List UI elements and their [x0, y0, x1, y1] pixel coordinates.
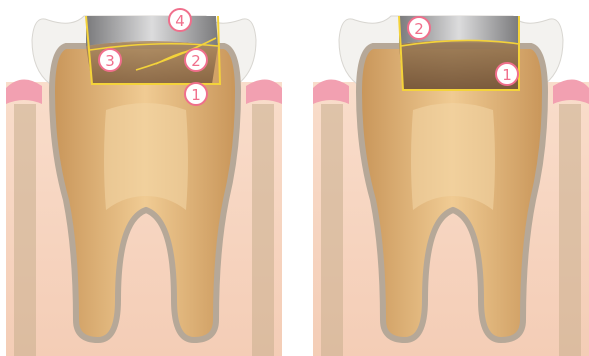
tooth-illustration-right: 2 1: [313, 0, 589, 356]
marker-4: 4: [169, 9, 191, 31]
marker-1: 1: [185, 83, 207, 105]
bone-left: [14, 104, 36, 356]
marker-3-label: 3: [105, 52, 115, 70]
tooth-illustration-left: 4 3 2 1: [6, 0, 282, 356]
bone-right: [252, 104, 274, 356]
marker-2-label: 2: [191, 52, 201, 70]
marker-3: 3: [99, 49, 121, 71]
bone-left: [321, 104, 343, 356]
marker-1-label: 1: [191, 86, 201, 104]
marker-1: 1: [496, 63, 518, 85]
tooth-diagram-right: 2 1: [313, 0, 589, 356]
marker-2: 2: [185, 49, 207, 71]
marker-2: 2: [408, 17, 430, 39]
pulp-canal: [411, 103, 495, 210]
marker-1-label: 1: [502, 66, 512, 84]
pulp-canal: [104, 103, 188, 210]
tooth-diagram-left: 4 3 2 1: [6, 0, 282, 356]
marker-4-label: 4: [175, 12, 185, 30]
bone-right: [559, 104, 581, 356]
marker-2-label: 2: [414, 20, 424, 38]
